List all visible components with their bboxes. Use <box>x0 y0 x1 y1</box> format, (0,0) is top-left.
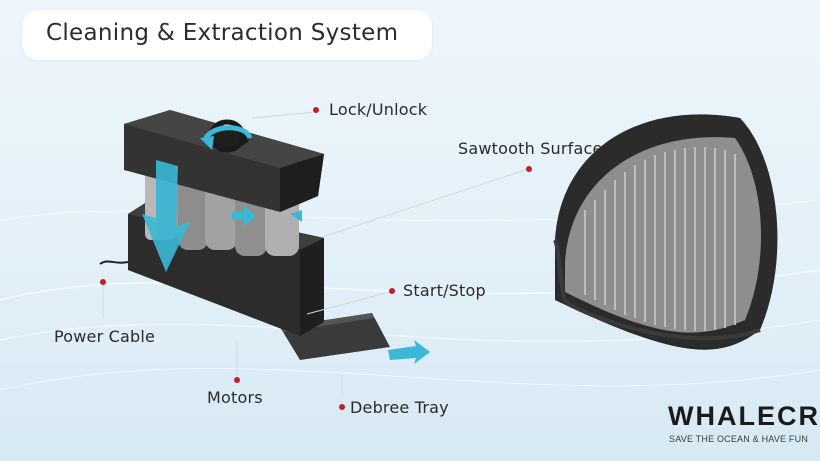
title-box: Cleaning & Extraction System <box>22 10 432 60</box>
debree-tray-dot <box>339 404 345 410</box>
sawtooth-surface-label: Sawtooth Surface <box>458 139 603 158</box>
motors-label: Motors <box>207 388 263 407</box>
brand-tagline: SAVE THE OCEAN & HAVE FUN <box>669 434 809 444</box>
start-stop-dot <box>389 288 395 294</box>
callout-lines <box>102 111 529 396</box>
rotate-arrow-icon <box>200 125 253 150</box>
brand-logo: WHALECRO <box>668 401 820 431</box>
down-arrow-icon <box>142 160 190 272</box>
power-cable-dot <box>100 279 106 285</box>
right-arrow-icon <box>232 206 430 364</box>
start-stop-label: Start/Stop <box>403 281 486 300</box>
debree-tray-label: Debree Tray <box>350 398 449 417</box>
sawtooth-surface-detail <box>553 114 778 350</box>
power-cable-label: Power Cable <box>54 327 156 346</box>
lock-unlock-label: Lock/Unlock <box>329 100 428 119</box>
cleaning-station <box>99 110 430 364</box>
lock-unlock-dot <box>313 107 319 113</box>
motors-dot <box>234 377 240 383</box>
page-title: Cleaning & Extraction System <box>46 20 399 46</box>
sawtooth-surface-dot <box>526 166 532 172</box>
